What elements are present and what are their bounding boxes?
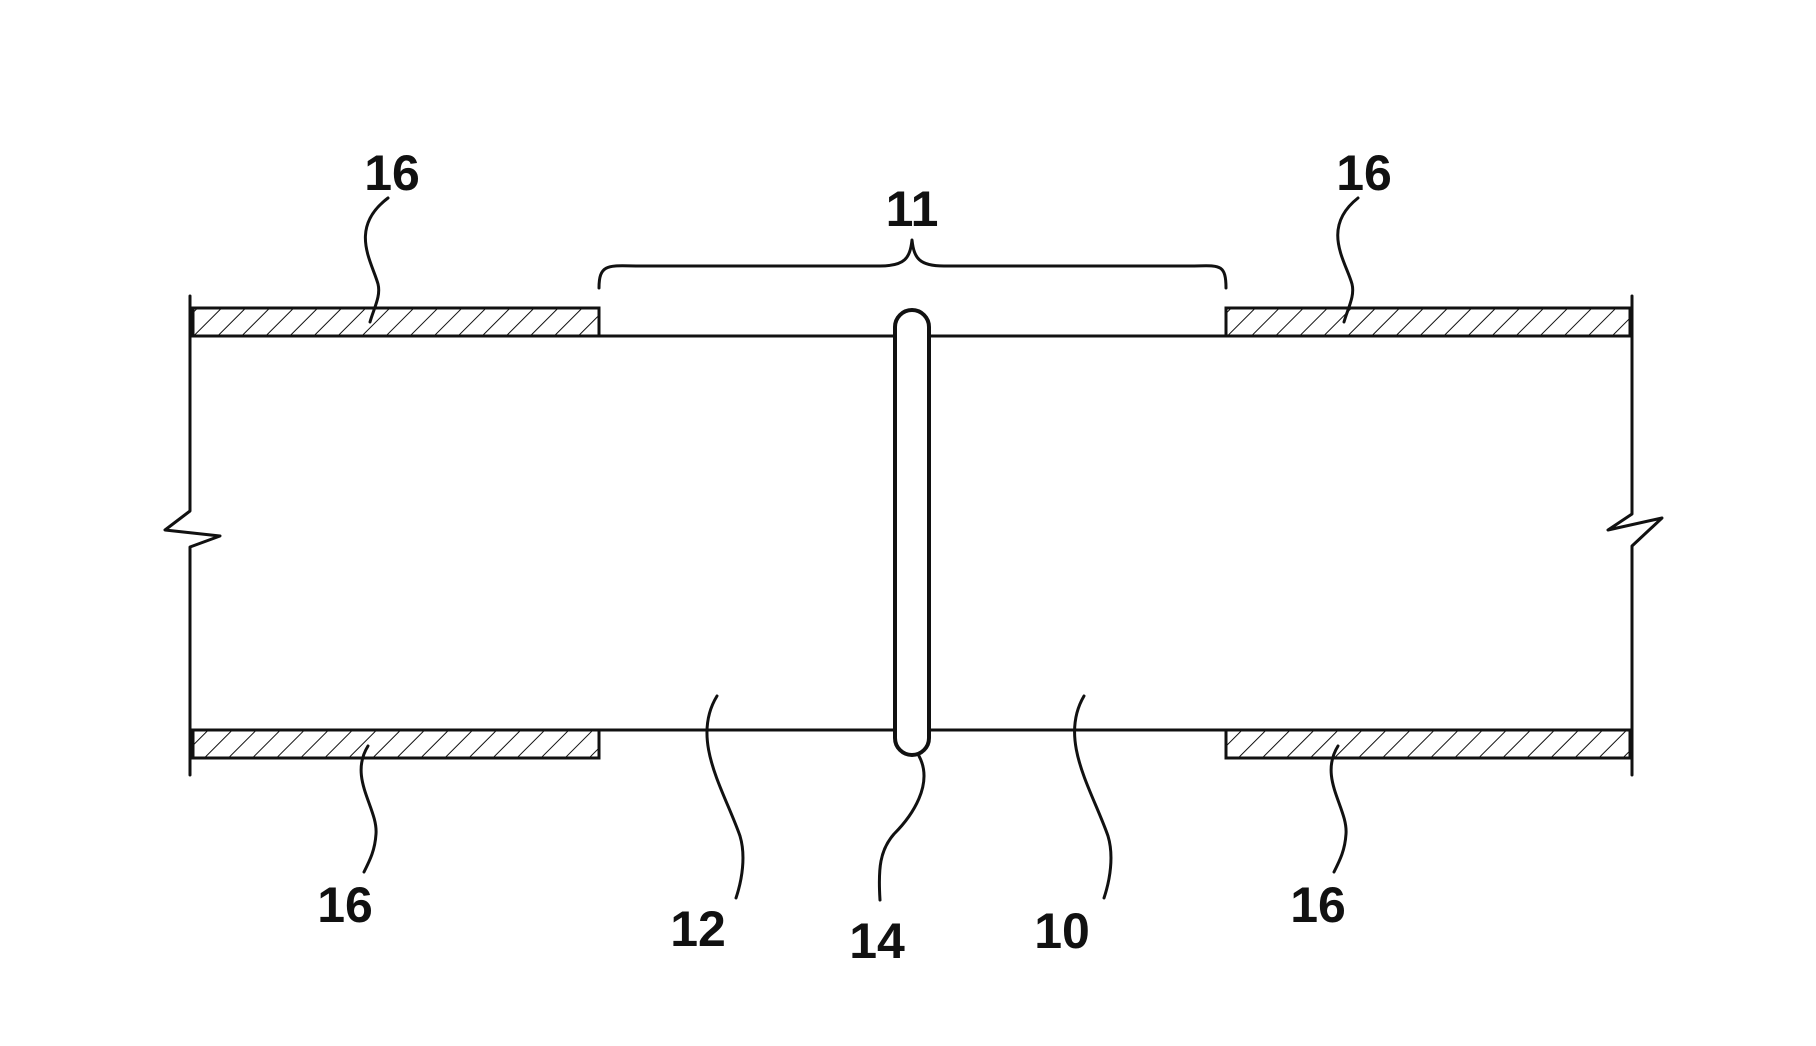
right-break-line [1608,296,1662,775]
label-pipe-left: 12 [670,901,726,957]
leader-pipe-right [1075,696,1111,898]
label-pipe-right: 10 [1034,903,1090,959]
weld-bead [895,310,929,755]
leader-pipe-left [707,696,743,898]
left-break-line [165,296,220,775]
leader-coating-top-right [1338,198,1358,322]
coating-bottom-left [193,730,599,758]
leader-coating-bottom-left [361,746,376,872]
weld-zone-brace [599,240,1226,288]
leader-coating-top-left [365,198,388,322]
label-weld-bead: 14 [849,913,905,969]
label-coating-top-left: 16 [364,145,420,201]
leader-coating-bottom-right [1331,746,1346,872]
label-weld-zone: 11 [886,181,939,237]
coating-bottom-right [1226,730,1630,758]
label-coating-top-right: 16 [1336,145,1392,201]
label-coating-bottom-right: 16 [1290,877,1346,933]
label-coating-bottom-left: 16 [317,877,373,933]
leader-weld-bead [879,756,924,900]
coating-top-left [193,308,599,336]
coating-top-right [1226,308,1630,336]
